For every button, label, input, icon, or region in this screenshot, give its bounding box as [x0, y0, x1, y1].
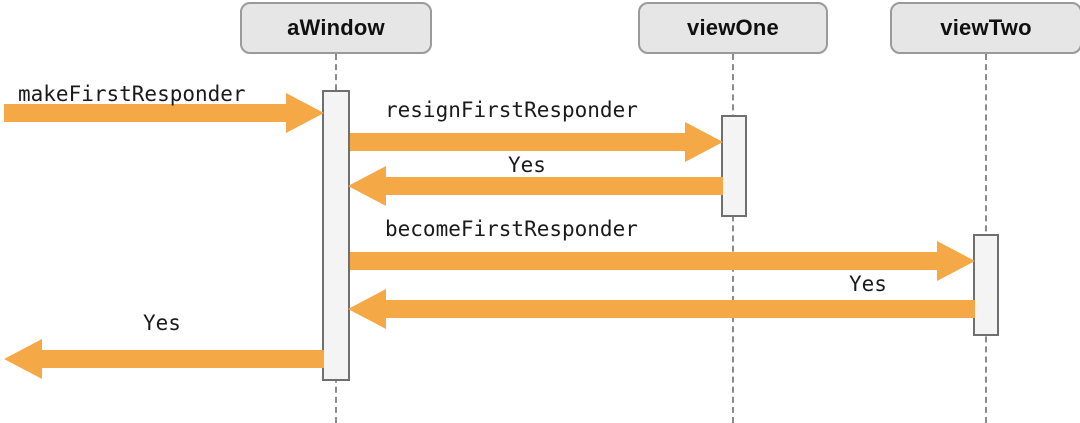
participant-label-viewtwo: viewTwo	[940, 15, 1032, 40]
activation-bar-awindow	[322, 90, 350, 381]
lifeline-viewone	[732, 54, 734, 423]
participant-label-viewone: viewOne	[687, 15, 779, 40]
message-arrow-yes-awindow[interactable]	[4, 339, 324, 379]
message-label-makefirstresponder: makeFirstResponder	[18, 82, 246, 106]
message-label-resignfirstresponder: resignFirstResponder	[385, 98, 638, 122]
message-arrow-becomefirstresponder[interactable]	[350, 241, 975, 281]
message-label-yes-awindow: Yes	[143, 311, 181, 335]
participant-awindow[interactable]: aWindow	[240, 2, 432, 54]
participant-label-awindow: aWindow	[287, 15, 385, 40]
message-arrow-yes-viewtwo[interactable]	[348, 289, 975, 329]
message-label-yes-viewtwo: Yes	[849, 272, 887, 296]
activation-bar-viewtwo	[973, 234, 999, 336]
message-label-becomefirstresponder: becomeFirstResponder	[385, 217, 638, 241]
participant-viewone[interactable]: viewOne	[638, 2, 828, 54]
message-arrow-resignfirstresponder[interactable]	[350, 122, 723, 162]
message-arrow-makefirstresponder[interactable]	[4, 93, 324, 133]
message-label-yes-viewone: Yes	[508, 153, 546, 177]
message-arrow-yes-viewone[interactable]	[348, 166, 723, 206]
participant-viewtwo[interactable]: viewTwo	[890, 2, 1080, 54]
activation-bar-viewone	[721, 115, 747, 217]
